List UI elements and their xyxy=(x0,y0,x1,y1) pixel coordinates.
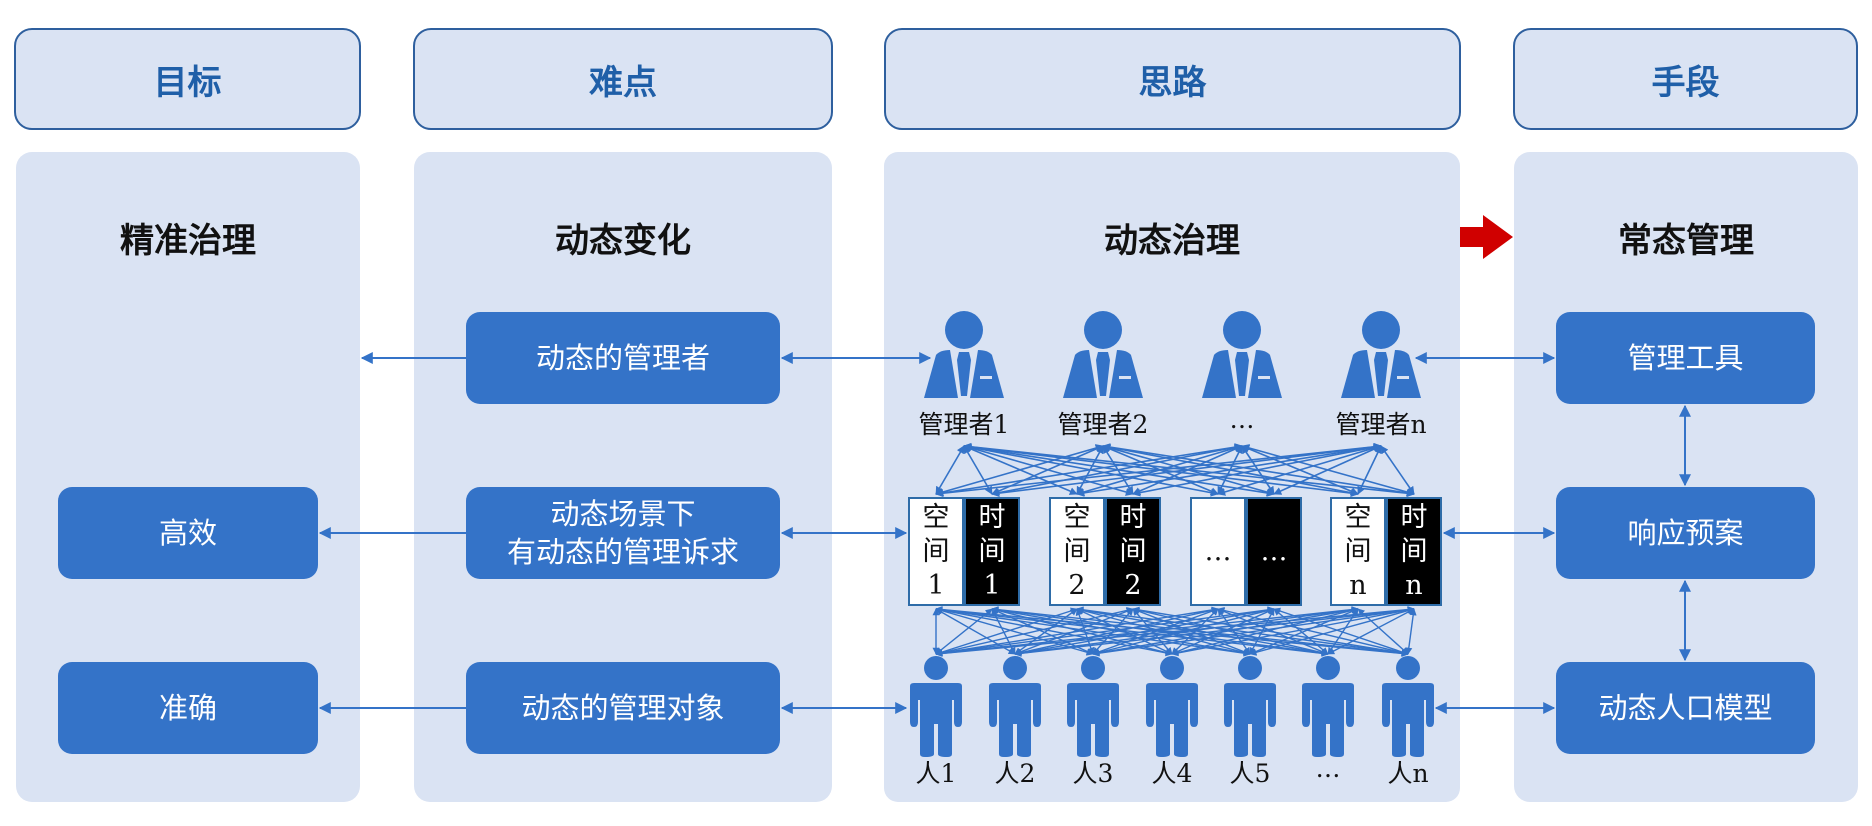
space-box-char: 间 xyxy=(1344,535,1372,567)
manager-icon xyxy=(1063,311,1143,398)
time-box-char: 2 xyxy=(1124,569,1142,601)
header-difficulty: 难点 xyxy=(413,28,833,130)
time-box-char: 时 xyxy=(1400,501,1428,533)
goal-node-accurate: 准确 xyxy=(58,662,318,754)
difficulty-node-label-line2: 有动态的管理诉求 xyxy=(506,535,739,569)
person-icon xyxy=(1302,656,1354,757)
difficulty-node-managers: 动态的管理者 xyxy=(466,312,780,404)
means-node-population-model: 动态人口模型 xyxy=(1556,662,1815,754)
person-label: 人2 xyxy=(994,759,1036,788)
time-box-char: 1 xyxy=(983,569,1001,601)
time-box-char: 间 xyxy=(1400,535,1428,567)
means-node-response-plan: 响应预案 xyxy=(1556,487,1815,579)
time-box-char: n xyxy=(1405,569,1423,601)
time-box-char: 间 xyxy=(1119,535,1147,567)
mesh-link-manager xyxy=(1380,445,1415,495)
person-icon xyxy=(1224,656,1276,757)
manager-label: 管理者n xyxy=(1335,410,1427,439)
manager-label: 管理者1 xyxy=(918,410,1010,439)
difficulty-node-objects: 动态的管理对象 xyxy=(466,662,780,754)
header-means: 手段 xyxy=(1513,28,1858,130)
mesh-link-manager xyxy=(1357,445,1382,495)
difficulty-node-label-line1: 动态场景下 xyxy=(550,497,696,531)
manager-icon xyxy=(1341,311,1421,398)
space-box-char: 空 xyxy=(922,501,950,533)
header-difficulty-label: 难点 xyxy=(589,62,657,103)
space-box-char: 1 xyxy=(927,569,945,601)
mesh-link-person xyxy=(1405,608,1417,655)
mesh-connectors xyxy=(932,442,1417,657)
time-box: … xyxy=(1246,497,1302,606)
time-box-char: … xyxy=(1260,535,1288,567)
means-node-label: 管理工具 xyxy=(1627,341,1744,375)
panel-means-title: 常态管理 xyxy=(1618,220,1754,261)
goal-node-efficient: 高效 xyxy=(58,487,318,579)
goal-node-label: 准确 xyxy=(158,691,217,725)
space-box-char: 空 xyxy=(1063,501,1091,533)
space-box-char: … xyxy=(1204,535,1232,567)
row-connectors xyxy=(318,352,1691,714)
difficulty-node-label: 动态的管理对象 xyxy=(521,691,725,725)
person-icon xyxy=(1067,656,1119,757)
manager-icon xyxy=(924,311,1004,398)
goal-node-label: 高效 xyxy=(158,516,217,550)
figure-icons xyxy=(910,311,1434,757)
means-node-label: 响应预案 xyxy=(1627,516,1744,550)
time-box-char: 时 xyxy=(978,501,1006,533)
person-label: 人5 xyxy=(1229,759,1271,788)
space-box-char: n xyxy=(1349,569,1367,601)
panel-difficulty-title: 动态变化 xyxy=(555,220,691,261)
person-icon xyxy=(1382,656,1434,757)
header-goal: 目标 xyxy=(14,28,361,130)
person-icon xyxy=(1146,656,1198,757)
time-box-char: 时 xyxy=(1119,501,1147,533)
person-icon xyxy=(989,656,1041,757)
header-approach: 思路 xyxy=(884,28,1461,130)
person-icon xyxy=(910,656,962,757)
header-approach-label: 思路 xyxy=(1138,62,1207,103)
panel-goal-title: 精准治理 xyxy=(120,220,256,261)
means-node-label: 动态人口模型 xyxy=(1598,691,1773,725)
header-goal-label: 目标 xyxy=(153,62,222,103)
person-label: 人4 xyxy=(1151,759,1193,788)
space-box-char: 2 xyxy=(1068,569,1086,601)
space-box-char: 空 xyxy=(1344,501,1372,533)
time-box-char: 间 xyxy=(978,535,1006,567)
mesh-link-person xyxy=(1357,608,1409,655)
person-label: 人1 xyxy=(915,759,957,788)
means-node-tools: 管理工具 xyxy=(1556,312,1815,404)
panel-approach-title: 动态治理 xyxy=(1104,220,1240,261)
difficulty-node-demands: 动态场景下 有动态的管理诉求 xyxy=(466,487,780,579)
person-label: 人3 xyxy=(1072,759,1114,788)
manager-label: 管理者2 xyxy=(1057,410,1149,439)
header-means-label: 手段 xyxy=(1651,62,1720,103)
space-box-char: 间 xyxy=(922,535,950,567)
manager-icon xyxy=(1202,311,1282,398)
space-box-char: 间 xyxy=(1063,535,1091,567)
manager-label: … xyxy=(1229,405,1255,434)
person-label: … xyxy=(1315,754,1341,783)
red-arrow-right-icon xyxy=(1460,215,1513,259)
space-box: … xyxy=(1190,497,1246,606)
person-label: 人n xyxy=(1387,759,1429,788)
difficulty-node-label: 动态的管理者 xyxy=(535,341,710,375)
